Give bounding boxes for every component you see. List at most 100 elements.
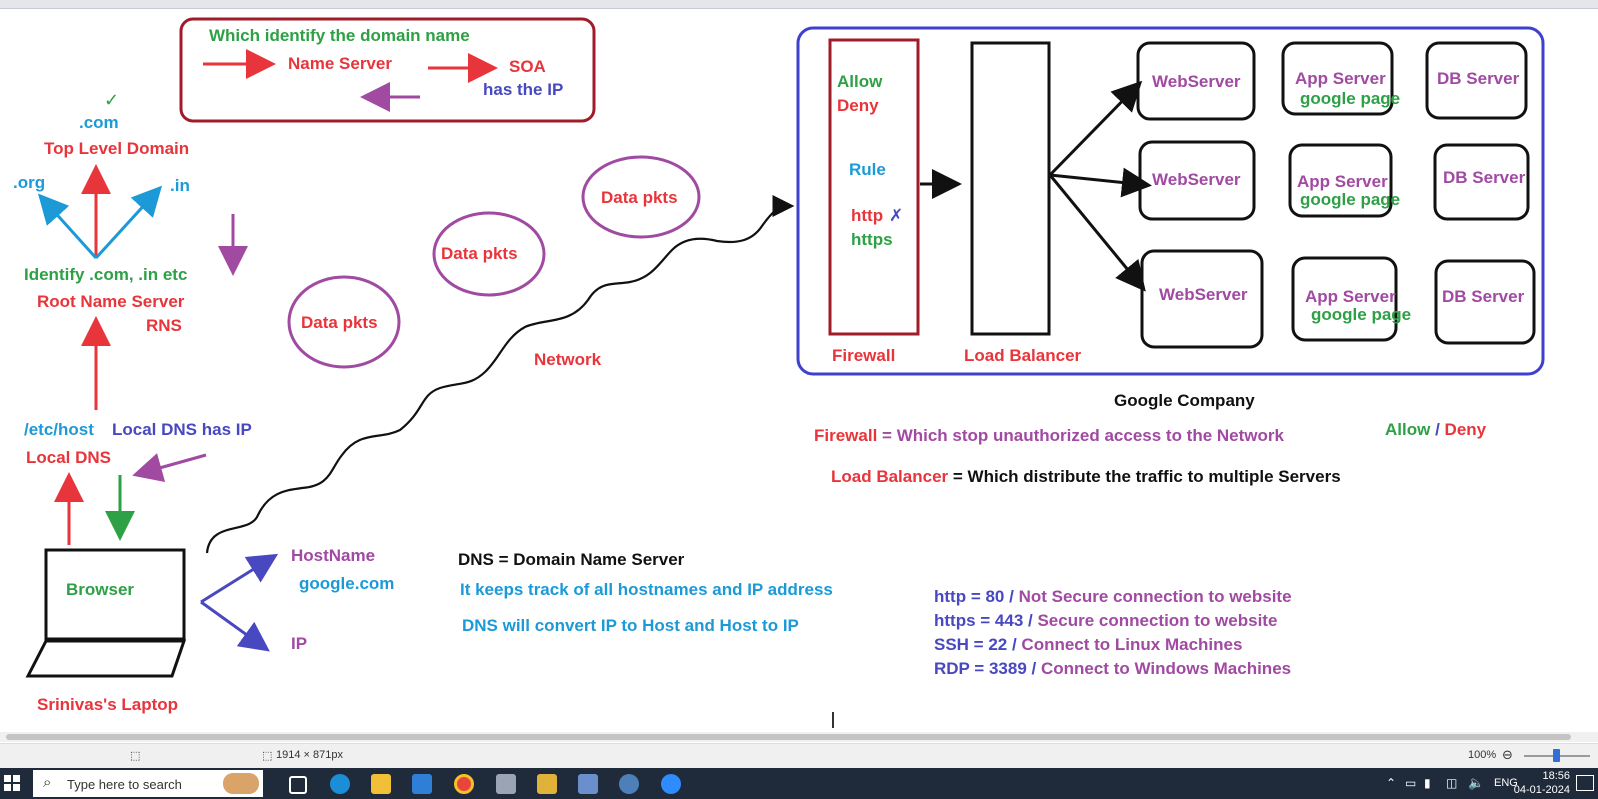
arrow-to-org [37,193,98,260]
data-packet-label: Data pkts [301,313,378,332]
allow-deny-text: Allow / Deny [1385,420,1486,440]
allow-word: Allow [1385,420,1431,439]
scrollbar-thumb[interactable] [6,734,1571,740]
local-dns-has-ip-label: Local DNS has IP [112,420,252,439]
load-balancer-definition-text: = Which distribute the traffic to multip… [952,467,1341,486]
soa-box [179,17,596,123]
port-line: RDP = 3389 / Connect to Windows Machines [934,659,1291,679]
speaker-icon[interactable]: 🔈 [1468,775,1485,790]
arrow-to-ip [200,600,270,652]
root-identify-text: Identify .com, .in etc [24,265,188,284]
ip-label: IP [291,634,308,653]
microphone-icon[interactable]: ▮ [1424,776,1431,790]
paint-icon[interactable] [496,774,516,794]
port-line: https = 443 / Secure connection to websi… [934,611,1277,631]
web-server-box-1 [1136,41,1256,121]
arrow-lb-to-web-2 [1049,167,1152,198]
db-server-label: DB Server [1443,168,1526,187]
hostname-label: HostName [291,546,376,565]
arrow-lb-to-web-1 [1048,80,1143,177]
load-balancer-term: Load Balancer [831,467,949,486]
network-icon[interactable] [537,774,557,794]
port-proto: http = 80 / [934,587,1014,606]
firewall-definition: Firewall = Which stop unauthorized acces… [814,426,1284,446]
arrow-to-hostname [200,553,279,604]
zoom-slider-thumb[interactable] [1553,749,1560,762]
selection-icon: ⬚ [130,750,141,762]
dns-tracks-text: It keeps track of all hostnames and IP a… [460,580,833,599]
port-desc: Not Secure connection to website [1018,587,1292,606]
chrome-icon[interactable] [454,774,474,794]
etc-host-label: /etc/host [24,420,94,439]
app-server-box-2 [1288,143,1393,218]
tld-label: Top Level Domain [44,139,190,158]
rns-label: RNS [146,316,182,335]
web-server-box-3 [1140,249,1264,349]
web-server-box-2 [1138,140,1256,221]
port-line: SSH = 22 / Connect to Linux Machines [934,635,1242,655]
zoom-icon[interactable] [661,774,681,794]
taskbar-search-box[interactable]: ⌕ Type here to search [33,770,263,797]
app-server-box-3 [1291,256,1398,342]
soa-has-ip-label: has the IP [483,80,564,99]
google-company-caption: Google Company [1114,391,1255,410]
chevron-up-icon[interactable]: ⌃ [1386,776,1397,790]
data-packet-label: Data pkts [601,188,678,207]
diagram-drawing [25,17,1545,678]
arrow-to-local-dns [132,453,207,482]
web-server-label: WebServer [1152,170,1241,189]
packet-ellipse-2 [432,211,546,297]
network-label: Network [534,350,602,369]
firewall-term: Firewall [814,426,878,445]
name-server-label: Name Server [288,54,392,73]
wifi-icon[interactable]: ◫ [1446,776,1458,790]
packet-ellipse-1 [287,275,401,369]
tld-org: .org [13,173,46,192]
firewall-definition-text: = Which stop unauthorized access to the … [882,426,1284,445]
language-indicator[interactable]: ENG [1494,777,1518,789]
notification-icon[interactable] [1576,775,1594,791]
system-clock[interactable]: 18:56 04-01-2024 [1514,769,1570,797]
edge-icon[interactable] [330,774,350,794]
port-desc: Secure connection to website [1037,611,1278,630]
arrow-lb-to-web-3 [1048,174,1146,292]
browser-label: Browser [66,580,135,599]
laptop-screen [44,548,186,641]
laptop-caption: Srinivas's Laptop [37,695,179,714]
image-dimensions: 1914 × 871px [276,749,343,761]
file-explorer-icon[interactable] [371,774,391,794]
app-server-box-1 [1281,41,1394,116]
firewall-label: Firewall [832,346,896,365]
task-view-icon[interactable] [289,776,307,794]
soa-label: SOA [509,57,546,76]
local-dns-label: Local DNS [26,448,112,467]
data-packet-label: Data pkts [441,244,518,263]
dns-converts-text: DNS will convert IP to Host and Host to … [462,616,799,635]
arrow-to-in [94,185,163,260]
postgres-icon[interactable] [619,774,639,794]
horizontal-scrollbar[interactable] [0,732,1598,742]
app-server-note: google page [1300,89,1401,108]
load-balancer-label: Load Balancer [964,346,1082,365]
app-server-label: App Server [1297,172,1388,191]
zoom-out-icon[interactable]: ⊖ [1502,747,1513,762]
web-server-label: WebServer [1159,285,1248,304]
tld-in: .in [170,176,190,195]
dns-definition: DNS = Domain Name Server [458,550,685,569]
firewall-allow: Allow [837,72,883,91]
store-icon[interactable] [412,774,432,794]
app-server-label: App Server [1295,69,1386,88]
search-icon: ⌕ [43,774,52,791]
db-server-box-1 [1425,41,1528,120]
network-icon[interactable] [578,774,598,794]
app-server-note: google page [1311,305,1412,324]
network-wave [205,195,795,554]
paint-canvas[interactable]: Which identify the domain name Name Serv… [0,0,1598,735]
search-placeholder: Type here to search [67,777,182,792]
tray-icon[interactable]: ▭ [1405,776,1417,790]
soa-box-title: Which identify the domain name [209,26,470,45]
load-balancer-definition: Load Balancer = Which distribute the tra… [831,467,1341,487]
tld-com: .com [79,113,119,132]
http-cross-icon: ✗ [889,206,904,225]
windows-start-icon[interactable] [4,775,20,791]
